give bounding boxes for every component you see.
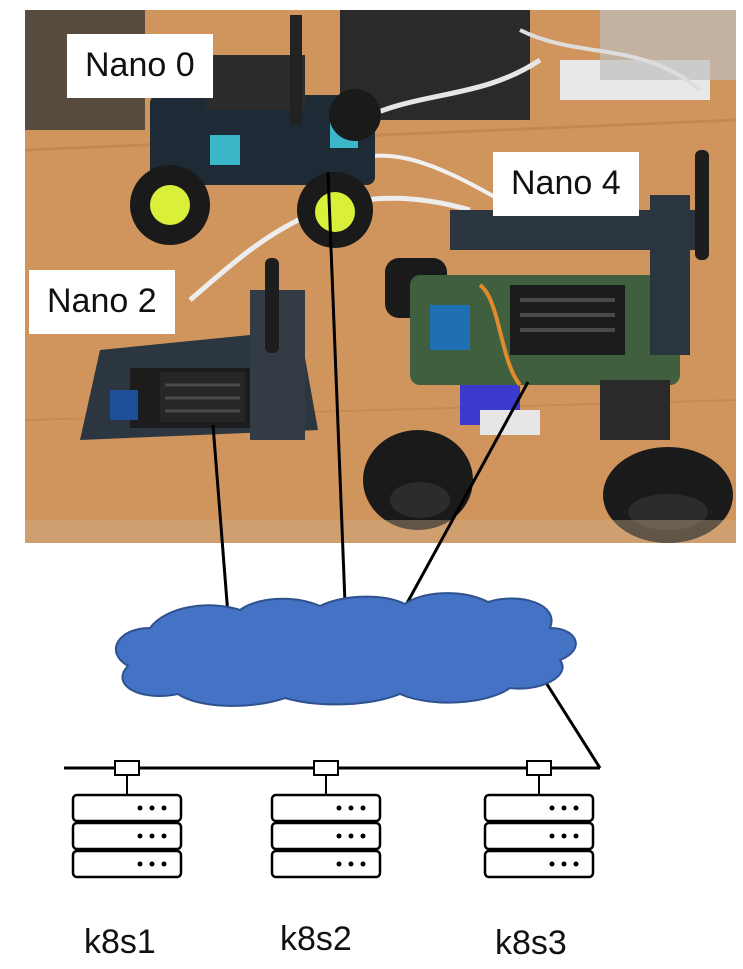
link-nano0-cloud: [326, 171, 347, 604]
server-k8s2-icon: [270, 793, 382, 879]
label-nano2: Nano 2: [29, 270, 175, 334]
server-label-k8s1: k8s1: [84, 923, 156, 961]
link-cloud-bus: [536, 669, 602, 769]
label-nano0: Nano 0: [67, 34, 213, 98]
server-bus: [64, 760, 600, 795]
link-nano4-cloud: [404, 381, 530, 606]
robot-cars-photo: [24, 10, 737, 543]
label-nano4: Nano 4: [493, 152, 639, 216]
network-cloud: [115, 592, 577, 707]
server-label-k8s2: k8s2: [280, 920, 352, 958]
robot-car-nano0: [130, 15, 381, 248]
bus-port-3: [526, 760, 552, 776]
robot-car-nano4: [363, 150, 733, 543]
bus-port-2: [313, 760, 339, 776]
robot-car-nano2: [80, 258, 318, 440]
server-label-k8s3: k8s3: [495, 924, 567, 962]
connection-lines: [211, 171, 602, 769]
server-k8s3-icon: [483, 793, 595, 879]
server-k8s1-icon: [71, 793, 183, 879]
bus-port-1: [114, 760, 140, 776]
link-nano2-cloud: [211, 424, 230, 616]
